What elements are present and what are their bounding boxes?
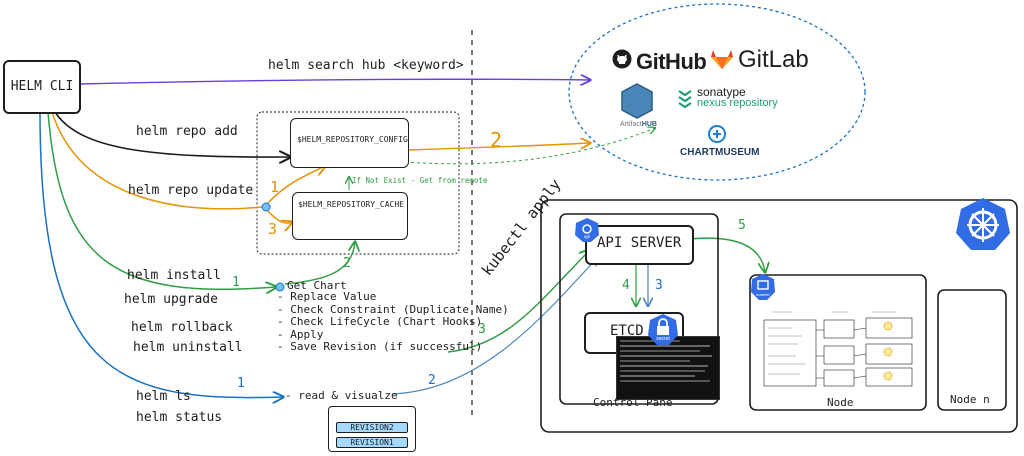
gitlab-icon xyxy=(711,50,733,69)
control-plane-frame xyxy=(559,213,719,405)
local-config-frame xyxy=(256,111,460,255)
sonatype-icon xyxy=(678,90,692,109)
artifacthub-wordmark: ArtifactHUB xyxy=(620,121,657,128)
cmd-status: helm status xyxy=(136,410,223,425)
repo-cache-label: $HELM_REPOSITORY_CACHE xyxy=(298,200,404,209)
api-server-label: API SERVER xyxy=(597,235,682,251)
chartmuseum-icon xyxy=(708,125,726,143)
kubelet-badge: kubelet xyxy=(750,273,776,305)
secret-badge-label: secret xyxy=(656,336,670,342)
cmd-ls: helm ls xyxy=(136,389,191,404)
update-junction-dot xyxy=(261,202,271,212)
arrow-update-config xyxy=(267,166,325,204)
artifacthub-hexagon-icon xyxy=(621,83,653,119)
read-visualize-label: - read & visualze xyxy=(285,389,398,402)
sonatype-wordmark: sonatype xyxy=(697,85,746,99)
getchart-junction-dot xyxy=(275,282,285,292)
arrow-update-cache xyxy=(267,210,292,223)
arrow-getchart-cache xyxy=(284,242,355,285)
node-ingress-service-deployment-sketch xyxy=(762,306,918,390)
api-badge-label: api xyxy=(583,234,590,239)
step-5: 5 xyxy=(738,218,746,233)
step-1-install: 1 xyxy=(232,275,240,290)
node-internal-diagram xyxy=(763,311,913,387)
revision-2-chip: REVISION2 xyxy=(336,422,408,433)
artifacthub-logo xyxy=(620,82,654,124)
step-2-read: 2 xyxy=(428,373,436,388)
gitlab-logo xyxy=(710,48,734,74)
step-3-etcd: 3 xyxy=(655,278,663,293)
cmd-repo-add: helm repo add xyxy=(136,124,238,139)
secret-badge: secret xyxy=(647,313,679,351)
api-badge: api xyxy=(574,217,600,247)
repo-config-label: $HELM_REPOSITORY_CONFIG xyxy=(297,135,408,144)
control-plane-label: Control Pane xyxy=(593,396,673,409)
revision-1-chip: REVISION1 xyxy=(336,437,408,448)
process-step: - Check Constraint (Duplicate Name) xyxy=(277,302,509,316)
api-hexagon-icon xyxy=(575,218,599,242)
process-step-list: - Replace Value- Check Constraint (Dupli… xyxy=(277,290,509,354)
arrow-ls xyxy=(39,111,283,398)
secret-lock-icon xyxy=(648,314,678,345)
api-server-box: API SERVER xyxy=(585,225,694,265)
arrow-repo-add xyxy=(54,111,290,157)
sonatype-logo xyxy=(677,88,693,112)
step-4: 4 xyxy=(622,278,630,293)
github-wordmark: GitHub xyxy=(636,49,707,74)
github-logo xyxy=(612,49,632,73)
etcd-label: ETCD xyxy=(610,323,644,339)
cmd-search: helm search hub <keyword> xyxy=(268,58,464,73)
process-step: - Replace Value xyxy=(277,290,377,303)
arrow-apply xyxy=(447,250,590,353)
gitlab-wordmark: GitLab xyxy=(738,46,809,73)
arrow-remote-dashed xyxy=(404,128,655,165)
nexus-wordmark: nexus repository xyxy=(697,97,778,109)
node-n-frame xyxy=(937,289,1007,411)
cmd-rollback: helm rollback xyxy=(131,320,233,335)
process-step: - Apply xyxy=(277,327,324,341)
arrow-install xyxy=(47,111,276,289)
artifacthub-word-hub: HUB xyxy=(641,121,657,128)
helm-cli-label: HELM CLI xyxy=(10,79,74,94)
chartmuseum-logo xyxy=(707,124,727,148)
step-1-update: 1 xyxy=(270,178,280,196)
arrow-search xyxy=(79,79,590,84)
step-2-getchart: 2 xyxy=(343,256,351,271)
kubernetes-logo xyxy=(955,196,1011,256)
github-icon xyxy=(612,49,632,69)
step-1-ls: 1 xyxy=(237,376,245,391)
chartmuseum-wordmark: CHARTMUSEUM xyxy=(680,147,760,158)
kubernetes-helm-wheel-icon xyxy=(956,198,1010,250)
repo-cache-box: $HELM_REPOSITORY_CACHE xyxy=(292,192,408,240)
etcd-terminal-screenshot xyxy=(616,336,720,400)
cmd-upgrade: helm upgrade xyxy=(124,292,218,307)
get-chart-label: Get Chart xyxy=(287,279,347,292)
kubernetes-cluster xyxy=(540,199,1018,433)
arrow-repo-update xyxy=(51,111,263,210)
fetch-note: If Not Exist - Get from remote xyxy=(352,176,488,185)
arrow-to-remote xyxy=(408,143,590,151)
step-3-apply: 3 xyxy=(478,322,486,337)
step-3-update: 3 xyxy=(268,220,278,238)
process-step: - Save Revision (if successful) xyxy=(277,340,483,353)
cmd-install: helm install xyxy=(127,268,221,283)
process-step: - Check LifeCycle (Chart Hooks) xyxy=(277,315,483,328)
arrow-read xyxy=(391,257,598,395)
node-frame xyxy=(749,274,927,411)
artifacthub-word-artifact: Artifact xyxy=(620,121,642,128)
cmd-repo-update: helm repo update xyxy=(128,183,254,198)
remote-repositories-cloud xyxy=(568,3,866,181)
repo-config-box: $HELM_REPOSITORY_CONFIG xyxy=(290,118,409,168)
helm-cli-box: HELM CLI xyxy=(3,60,81,114)
node-n-label: Node n xyxy=(950,393,990,406)
kubelet-badge-label: kubelet xyxy=(756,292,770,297)
cmd-uninstall: helm uninstall xyxy=(133,340,243,355)
kubelet-icon xyxy=(751,274,775,300)
step-2-remote: 2 xyxy=(490,128,503,152)
node-label: Node xyxy=(827,396,854,409)
